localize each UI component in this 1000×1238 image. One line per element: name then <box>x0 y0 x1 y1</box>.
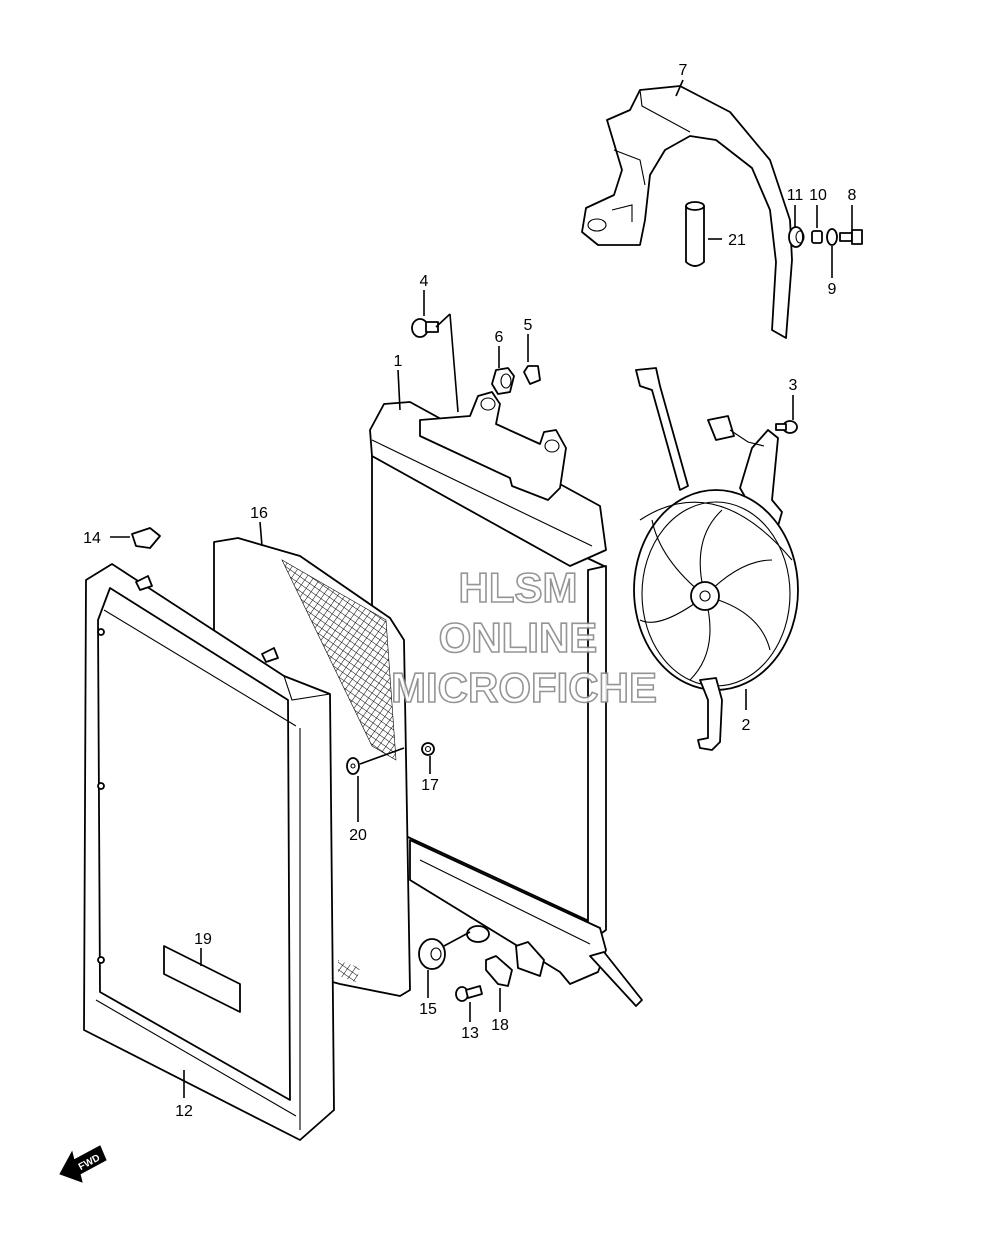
grommet-11 <box>788 226 805 248</box>
callout-11: 11 <box>787 187 804 204</box>
screw-13 <box>455 985 483 1002</box>
watermark-line-3: MICROFICHE <box>391 664 657 711</box>
tube <box>685 201 705 267</box>
callout-7: 7 <box>679 62 688 79</box>
callout-10: 10 <box>809 187 827 204</box>
callout-3: 3 <box>789 377 798 394</box>
washer-9 <box>826 228 838 246</box>
leader-lines <box>110 79 853 1098</box>
callout-16: 16 <box>250 505 268 522</box>
screw-3 <box>775 420 798 434</box>
clip-14 <box>131 527 161 549</box>
callout-5: 5 <box>524 317 533 334</box>
callout-labels: 7 21 11 10 8 9 3 2 1 4 6 5 16 14 17 20 1… <box>83 62 856 1120</box>
callout-20: 20 <box>349 827 367 844</box>
frame-cover <box>83 563 335 1141</box>
collar-5 <box>523 365 541 385</box>
watermark-line-2: ONLINE <box>439 614 598 661</box>
callout-17: 17 <box>421 777 439 794</box>
mount-rubber-15 <box>418 938 446 970</box>
callout-6: 6 <box>495 329 504 346</box>
callout-21: 21 <box>728 232 746 249</box>
callout-1: 1 <box>394 353 403 370</box>
callout-18: 18 <box>491 1017 509 1034</box>
callout-14: 14 <box>83 530 101 547</box>
clip-18 <box>485 955 513 987</box>
washer-20 <box>346 757 360 775</box>
callout-15: 15 <box>419 1001 437 1018</box>
collar-10 <box>811 230 823 244</box>
callout-2: 2 <box>742 717 751 734</box>
callout-8: 8 <box>848 187 857 204</box>
watermark-line-1: HLSM <box>459 564 578 611</box>
callout-9: 9 <box>828 281 837 298</box>
grommet-17 <box>421 742 435 756</box>
callout-13: 13 <box>461 1025 479 1042</box>
bolt-8 <box>839 229 863 245</box>
callout-4: 4 <box>420 273 429 290</box>
fan-assembly <box>633 367 799 751</box>
watermark: HLSM ONLINE MICROFICHE <box>390 563 658 712</box>
bolt-4 <box>411 318 439 338</box>
fwd-label: FWD <box>77 1153 102 1173</box>
callout-19: 19 <box>194 931 212 948</box>
caution-label <box>163 945 241 1013</box>
shroud-bracket <box>581 85 793 339</box>
fwd-arrow-icon: FWD <box>59 1145 107 1183</box>
radiator <box>369 391 643 1007</box>
callout-12: 12 <box>175 1103 193 1120</box>
grommet-6 <box>491 367 515 395</box>
